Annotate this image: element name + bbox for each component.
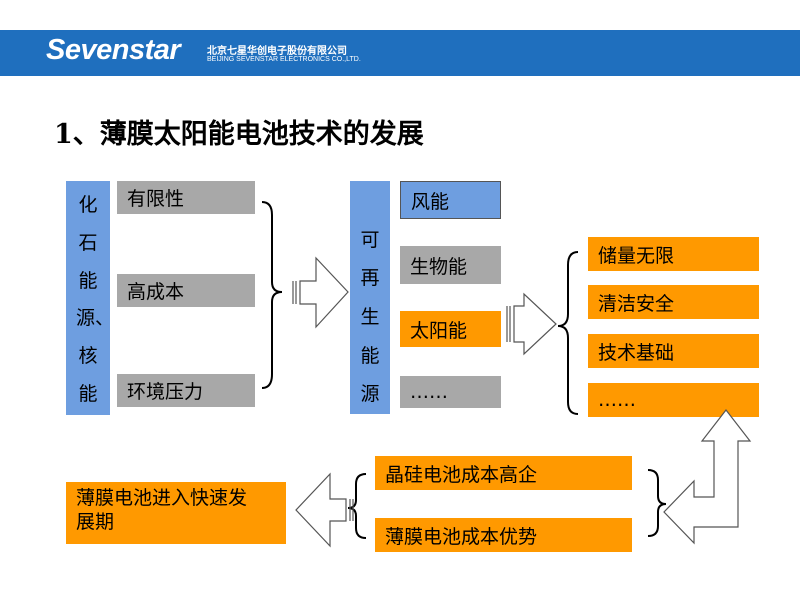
arrow-to-advantages [513, 292, 557, 356]
fossil-char: 核 [78, 344, 98, 367]
slide-title: 1、薄膜太阳能电池技术的发展 [54, 119, 424, 150]
brand-logo: Sevenstar [46, 34, 181, 66]
advantage-clean-safe: 清洁安全 [588, 285, 759, 319]
header-band [0, 30, 800, 76]
brace-thin-film-right [647, 469, 667, 537]
crystalline-cost-high: 晶硅电池成本高企 [375, 456, 632, 490]
brace-fossil [261, 201, 283, 389]
company-name-en: BEIJING SEVENSTAR ELECTRONICS CO.,LTD. [207, 56, 361, 63]
fossil-char: 能 [78, 269, 98, 292]
renewable-item-solar: 太阳能 [400, 311, 501, 347]
renewable-item-biomass: 生物能 [400, 246, 501, 284]
renewable-item-wind: 风能 [400, 181, 501, 219]
renewable-energy-column: 可 再 生 能 源 [350, 181, 390, 414]
brace-advantages [557, 251, 579, 415]
fossil-energy-column: 化 石 能 源、 核 能 [66, 181, 114, 415]
arrow-to-result [295, 472, 347, 548]
renewable-char: 可 [360, 228, 380, 251]
brace-thin-film-left [347, 473, 367, 539]
thin-film-cost-advantage: 薄膜电池成本优势 [375, 518, 632, 552]
advantage-unlimited-reserves: 储量无限 [588, 237, 759, 271]
fossil-char: 石 [78, 231, 98, 254]
result-line-1: 薄膜电池进入快速发 [76, 487, 248, 509]
renewable-char: 源 [360, 383, 380, 406]
fossil-char: 源、 [76, 307, 115, 330]
advantage-tech-basis: 技术基础 [588, 334, 759, 368]
advantage-more: …… [588, 383, 759, 417]
renewable-char: 再 [360, 267, 380, 290]
fossil-char: 能 [78, 382, 98, 405]
arrow-to-renewable [299, 256, 349, 329]
fossil-item-limited: 有限性 [117, 181, 255, 214]
fossil-char: 化 [78, 194, 98, 217]
thin-film-fast-development: 薄膜电池进入快速发 展期 [66, 482, 286, 544]
renewable-item-more: …… [400, 376, 501, 408]
fossil-item-high-cost: 高成本 [117, 274, 255, 307]
company-name-cn: 北京七星华创电子股份有限公司 [207, 46, 347, 57]
result-line-2: 展期 [76, 511, 115, 533]
bent-arrow-up [663, 409, 752, 545]
renewable-char: 生 [360, 305, 380, 328]
renewable-char: 能 [360, 344, 380, 367]
fossil-item-env-pressure: 环境压力 [117, 374, 255, 407]
